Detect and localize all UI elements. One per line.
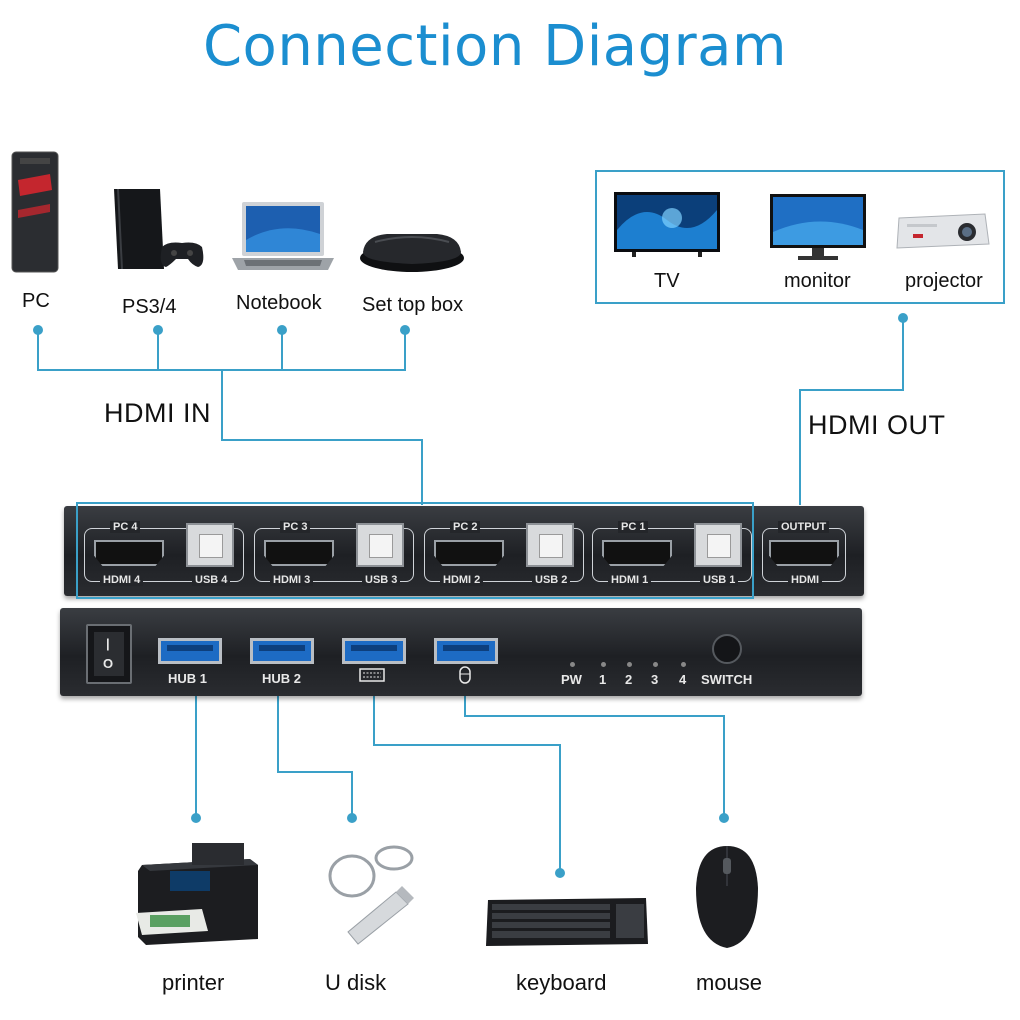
port-label-usb4: USB 4 — [192, 574, 231, 586]
usb-hub-port-2[interactable] — [250, 638, 314, 664]
switch-button[interactable] — [712, 634, 742, 664]
hdmi-in-label: HDMI IN — [104, 398, 211, 428]
hdmi-input-port-3[interactable] — [264, 540, 334, 566]
usb-flash-drive-icon — [328, 845, 414, 945]
port-label-pc3: PC 3 — [280, 521, 311, 533]
led-3 — [653, 662, 658, 667]
peripheral-label-printer: printer — [162, 970, 225, 995]
usb-b-port-2[interactable] — [526, 523, 574, 567]
usb-b-port-3[interactable] — [356, 523, 404, 567]
usb-mouse-port[interactable] — [434, 638, 498, 664]
mouse-icon — [459, 666, 471, 684]
mouse-icon — [696, 846, 758, 948]
laptop-icon — [232, 202, 334, 270]
peripheral-label-mouse: mouse — [696, 970, 763, 995]
port-label-hdmi1: HDMI 1 — [608, 574, 652, 586]
usb-keyboard-port[interactable] — [342, 638, 406, 664]
hub2-label: HUB 2 — [262, 671, 302, 686]
port-label-output-hdmi: HDMI — [788, 574, 823, 586]
port-label-usb2: USB 2 — [532, 574, 571, 586]
set-top-box-icon — [360, 234, 464, 272]
port-label-output: OUTPUT — [778, 521, 830, 533]
led-label-3: 3 — [651, 672, 659, 687]
input-device-label-ps: PS3/4 — [122, 296, 177, 318]
power-off-symbol: O — [103, 656, 114, 671]
pc-tower-icon — [11, 151, 59, 273]
port-group-pc2 — [424, 528, 584, 582]
port-label-pc2: PC 2 — [450, 521, 481, 533]
power-on-symbol: | — [106, 636, 110, 651]
port-label-usb1: USB 1 — [700, 574, 739, 586]
port-group-pc1 — [592, 528, 752, 582]
port-label-hdmi3: HDMI 3 — [270, 574, 314, 586]
keyboard-icon — [486, 898, 648, 946]
led-pw — [570, 662, 575, 667]
projector-icon — [896, 213, 990, 249]
port-group-pc4 — [84, 528, 244, 582]
port-label-usb3: USB 3 — [362, 574, 401, 586]
led-label-pw: PW — [561, 672, 582, 687]
port-label-pc1: PC 1 — [618, 521, 649, 533]
output-devices-box — [595, 170, 1005, 304]
output-device-label-tv: TV — [654, 270, 680, 292]
led-4 — [681, 662, 686, 667]
usb-b-port-1[interactable] — [694, 523, 742, 567]
input-device-label-notebook: Notebook — [236, 292, 322, 314]
usb-hub-port-1[interactable] — [158, 638, 222, 664]
tv-icon — [614, 192, 720, 257]
led-label-1: 1 — [599, 672, 607, 687]
output-device-label-monitor: monitor — [784, 270, 851, 292]
port-group-pc3 — [254, 528, 414, 582]
peripheral-label-udisk: U disk — [325, 970, 387, 995]
hdmi-input-port-4[interactable] — [94, 540, 164, 566]
usb-b-port-4[interactable] — [186, 523, 234, 567]
input-device-label-settopbox: Set top box — [362, 294, 464, 316]
game-console-icon — [114, 188, 204, 270]
led-label-4: 4 — [679, 672, 687, 687]
port-label-pc4: PC 4 — [110, 521, 141, 533]
led-1 — [601, 662, 606, 667]
output-device-label-projector: projector — [905, 270, 983, 292]
hdmi-input-port-1[interactable] — [602, 540, 672, 566]
printer-icon — [136, 843, 258, 945]
switch-label: SWITCH — [701, 672, 753, 687]
input-ports-highlight — [76, 502, 754, 599]
peripheral-label-keyboard: keyboard — [516, 970, 607, 995]
monitor-icon — [770, 194, 866, 260]
keyboard-icon — [359, 668, 385, 682]
port-label-hdmi2: HDMI 2 — [440, 574, 484, 586]
hdmi-out-label: HDMI OUT — [808, 410, 946, 440]
led-2 — [627, 662, 632, 667]
led-label-2: 2 — [625, 672, 633, 687]
power-switch-rocker — [94, 632, 124, 676]
hdmi-output-port[interactable] — [769, 540, 839, 566]
diagram-title: Connection Diagram — [202, 14, 788, 79]
port-label-hdmi4: HDMI 4 — [100, 574, 144, 586]
hub1-label: HUB 1 — [168, 671, 208, 686]
input-device-label-pc: PC — [22, 290, 50, 312]
hdmi-input-port-2[interactable] — [434, 540, 504, 566]
